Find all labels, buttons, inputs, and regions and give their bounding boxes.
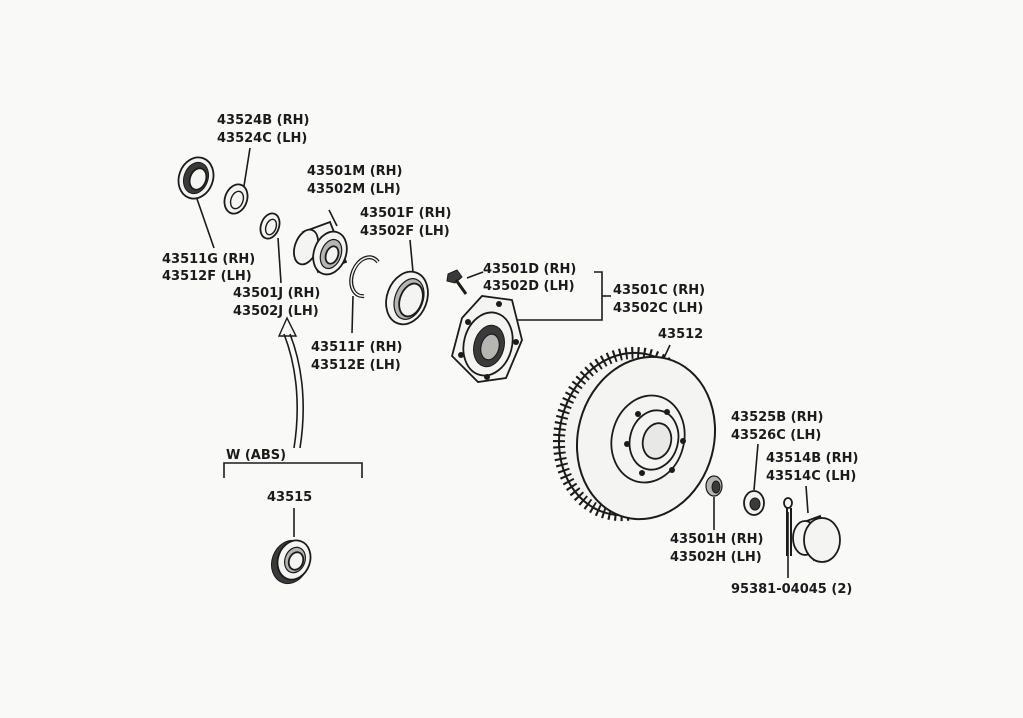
label-43501d: 43501D (RH) [483,262,576,277]
label-43514b: 43514B (RH) [766,451,858,466]
label-43512f: 43512F (LH) [162,269,252,284]
part-hub-seal [177,156,215,200]
label-43501c: 43501C (RH) [613,283,705,298]
part-grease-cap [792,514,841,563]
leader-43525b [753,443,759,491]
label-43524c: 43524C (LH) [217,131,307,146]
leader-43501d [466,271,484,279]
label-43512e: 43512E (LH) [311,358,401,373]
label-43501f: 43501F (RH) [360,206,451,221]
leader-43501j [277,237,282,284]
label-43502c: 43502C (LH) [613,301,703,316]
label-43512: 43512 [658,327,703,342]
label-43511g: 43511G (RH) [162,252,255,267]
leader-43501m [328,209,338,227]
label-43515: 43515 [267,490,312,505]
part-ring-43501j [259,212,281,240]
part-hub-flange [450,295,523,383]
part-washer-43524 [223,183,249,215]
label-43514c: 43514C (LH) [766,469,856,484]
label-43501j: 43501J (RH) [233,286,320,301]
abs-arrow-head [277,316,298,337]
part-lock-nut [705,475,723,497]
abs-bracket [223,462,363,478]
leader-43511f [351,295,354,334]
label-43502d: 43502D (LH) [483,279,575,294]
part-cotter-pin [783,497,793,556]
part-number-labels: 43524B (RH) 43524C (LH) 43501M (RH) 4350… [162,113,858,597]
part-abs-rotor [270,539,312,585]
label-95381: 95381-04045 (2) [731,582,852,597]
label-43502f: 43502F (LH) [360,224,450,239]
leader-43511g [195,195,215,249]
label-43525b: 43525B (RH) [731,410,823,425]
abs-arrow-line-a [283,333,298,449]
label-43501h: 43501H (RH) [670,532,763,547]
part-snap-ring-43511f [349,255,380,299]
label-43524b: 43524B (RH) [217,113,309,128]
label-43501m: 43501M (RH) [307,164,402,179]
part-brake-rotor [552,346,717,522]
abs-arrow-line-b [289,333,304,449]
part-race-43501f [385,270,429,326]
part-hub-bolt [446,269,468,295]
label-43502m: 43502M (LH) [307,182,401,197]
label-43526c: 43526C (LH) [731,428,821,443]
leader-43524 [243,147,251,187]
part-washer-43525b [743,490,765,516]
label-43502h: 43502H (LH) [670,550,762,565]
label-43511f: 43511F (RH) [311,340,402,355]
leader-43514b [805,485,809,514]
leader-43501f [409,239,414,273]
part-bearing-43501m [293,220,348,276]
label-abs-group: W (ABS) [226,448,286,463]
label-43502j: 43502J (LH) [233,304,319,319]
